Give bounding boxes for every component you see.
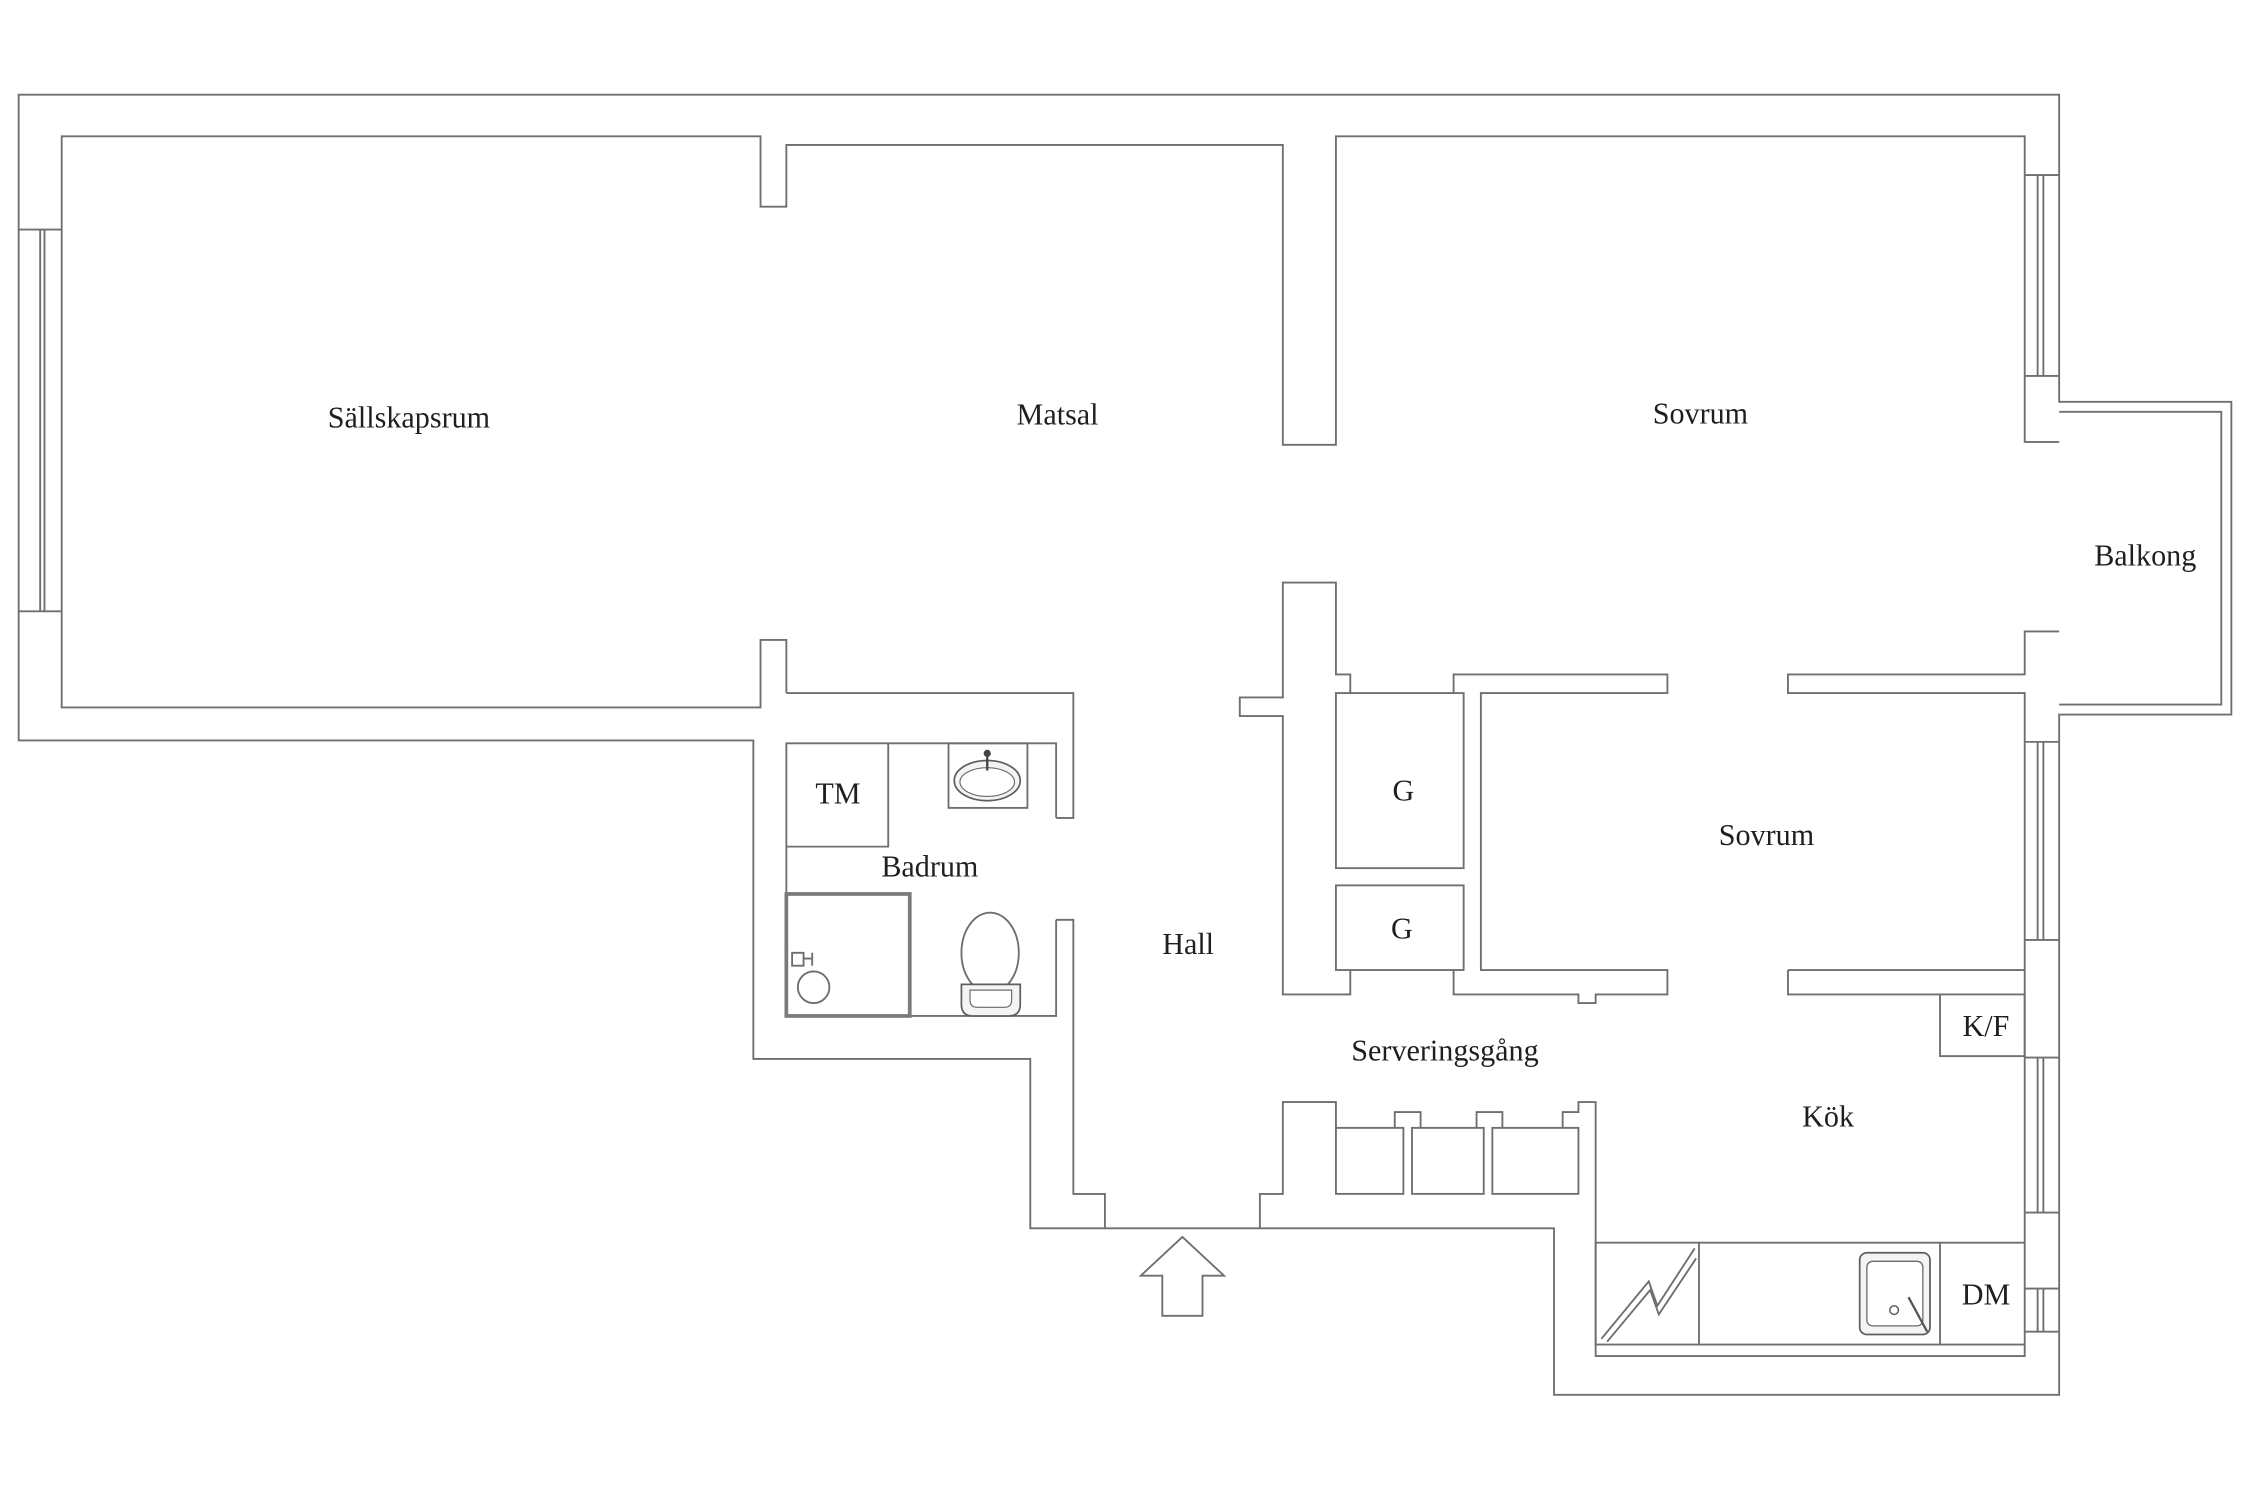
label-kok: Kök [1802, 1099, 1855, 1133]
bedroom-kitchen-right-wall [1561, 630, 2060, 1357]
living-dining-inner-wall [60, 135, 2060, 709]
window-dining-nook [2024, 1287, 2060, 1333]
washbasin-counter [947, 742, 1029, 809]
washbasin-tap [983, 749, 991, 757]
cabinet-2 [1411, 1126, 1485, 1195]
kitchen-sink-basin [1866, 1260, 1924, 1327]
serving-corridor-lower-wall [1258, 1101, 1504, 1229]
kitchen-counter [1698, 1241, 2025, 1346]
tm-box [786, 743, 890, 848]
shower-tray [784, 892, 912, 1018]
room-labels: Sällskapsrum Matsal Sovrum Balkong TM Ba… [328, 396, 2197, 1311]
walls [17, 93, 2233, 1396]
window-bedroom-top [2024, 174, 2060, 377]
shower-icon [784, 892, 912, 1018]
label-g-upper: G [1392, 774, 1414, 808]
window-kitchen [2024, 1056, 2060, 1214]
kf-box [1939, 993, 2026, 1058]
label-badrum: Badrum [881, 850, 978, 884]
window-bedroom-lower [2024, 740, 2060, 941]
toilet-seat [960, 911, 1020, 994]
window-living-room [18, 228, 62, 613]
label-matsal: Matsal [1017, 398, 1099, 432]
shower-hose [803, 952, 814, 966]
washbasin-inner [959, 767, 1016, 797]
bathroom-wall [785, 742, 1058, 1017]
label-sallskapsrum: Sällskapsrum [328, 401, 490, 435]
bedroom-lower-bottom-wall [1787, 969, 2025, 996]
shower-drain [796, 970, 831, 1004]
entrance-arrow-icon [1138, 1235, 1227, 1317]
label-g-lower: G [1391, 911, 1413, 945]
toilet-icon [960, 911, 1022, 1017]
kitchen-sink-icon [1858, 1251, 1931, 1336]
label-sovrum-top: Sovrum [1653, 396, 1748, 430]
kitchen-sink-faucet [1907, 1296, 1929, 1333]
kitchen-sink-drain [1889, 1305, 1900, 1316]
label-kf: K/F [1963, 1009, 2010, 1043]
label-dm: DM [1962, 1277, 2011, 1311]
toilet-cistern-inner [969, 989, 1013, 1008]
stove-icon [1594, 1241, 1700, 1346]
windows [18, 174, 2060, 1333]
cabinet-1 [1335, 1126, 1405, 1195]
shower-head [791, 951, 805, 967]
label-serveringsgang: Serveringsgång [1351, 1033, 1538, 1067]
stove-box [1594, 1241, 1700, 1346]
closet-column-wall [1238, 581, 1352, 996]
label-sovrum-lower: Sovrum [1719, 818, 1814, 852]
outer-wall [17, 93, 2233, 1396]
closet-upper [1335, 692, 1465, 870]
label-tm: TM [815, 777, 860, 811]
label-balkong: Balkong [2094, 538, 2196, 572]
stove-zigzag [1600, 1247, 1697, 1343]
bedroom-lower-left-wall [1452, 673, 1669, 1004]
hall-left-wall [786, 692, 1106, 1229]
closet-lower [1335, 884, 1465, 971]
label-hall: Hall [1162, 927, 1214, 961]
washbasin-icon [947, 742, 1029, 809]
built-ins [786, 692, 2026, 1346]
balcony-inner-wall [2059, 410, 2223, 706]
cabinet-3 [1491, 1126, 1580, 1195]
